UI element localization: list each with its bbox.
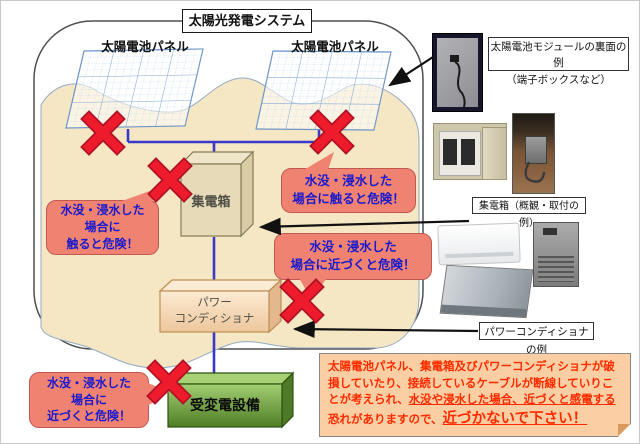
photo-conditioner-wall-unit — [437, 222, 521, 266]
box-door — [482, 127, 507, 180]
collector-box-label: 集電箱 — [191, 194, 231, 209]
cable — [524, 161, 546, 183]
panel-label-right: 太陽電池パネル — [291, 40, 379, 54]
callout-tail — [119, 185, 166, 203]
solar-panel-left — [65, 48, 204, 129]
cabinet-display — [543, 228, 557, 235]
arrow-to-power-conditioner — [292, 320, 479, 339]
warning-note-text: 太陽電池パネル、集電箱及びパワーコンディショナが破損していたり、接続しているケー… — [328, 361, 616, 428]
diagram-title: 太陽光発電システム — [182, 9, 312, 33]
cabinet-vents — [538, 256, 574, 282]
breaker-row — [443, 139, 457, 165]
callout-touch-panel: 水没・浸水した 場合に触ると危険！ — [281, 168, 416, 213]
panel-label-left: 太陽電池パネル — [101, 40, 189, 54]
cable — [454, 61, 466, 108]
label-module-back-example: 太陽電池モジュールの裏面の例 （端子ボックスなど） — [488, 37, 629, 86]
callout-approach-conditioner: 水没・浸水した 場合に近づくと危険！ — [274, 233, 432, 280]
warning-note: 太陽電池パネル、集電箱及びパワーコンディショナが破損していたり、接続しているケー… — [319, 353, 632, 438]
photo-conditioner-silver-unit — [439, 264, 534, 319]
label-collector-example: 集電箱（概観・取付の例） — [472, 197, 586, 229]
photo-collector-mounted — [512, 113, 555, 194]
x-mark-icon — [309, 109, 355, 155]
x-mark-icon — [80, 110, 126, 156]
callout-touch-collector: 水没・浸水した 場合に 触ると危険！ — [46, 200, 159, 255]
photo-collector-open-box — [433, 123, 507, 180]
unit-detail-strip — [445, 251, 514, 259]
substation-label: 受変電設備 — [190, 397, 260, 413]
module-back-surface — [437, 38, 478, 107]
arrow-to-right-panel — [388, 56, 434, 87]
label-conditioner-example: パワーコンディショナの例 — [479, 322, 594, 356]
mounted-box — [525, 136, 547, 164]
folded-corner-flap — [618, 424, 630, 436]
callout-tail — [146, 382, 169, 407]
unit-base — [440, 304, 527, 318]
callout-tail — [299, 278, 327, 299]
breaker-row — [461, 139, 475, 165]
photo-module-back — [432, 33, 483, 112]
power-conditioner-label: パワー コンディショナ — [174, 297, 255, 326]
solar-panel-right — [255, 50, 392, 131]
callout-approach-substation: 水没・浸水した 場合に 近づくと危険！ — [29, 372, 149, 428]
photo-conditioner-cabinet — [533, 222, 579, 287]
